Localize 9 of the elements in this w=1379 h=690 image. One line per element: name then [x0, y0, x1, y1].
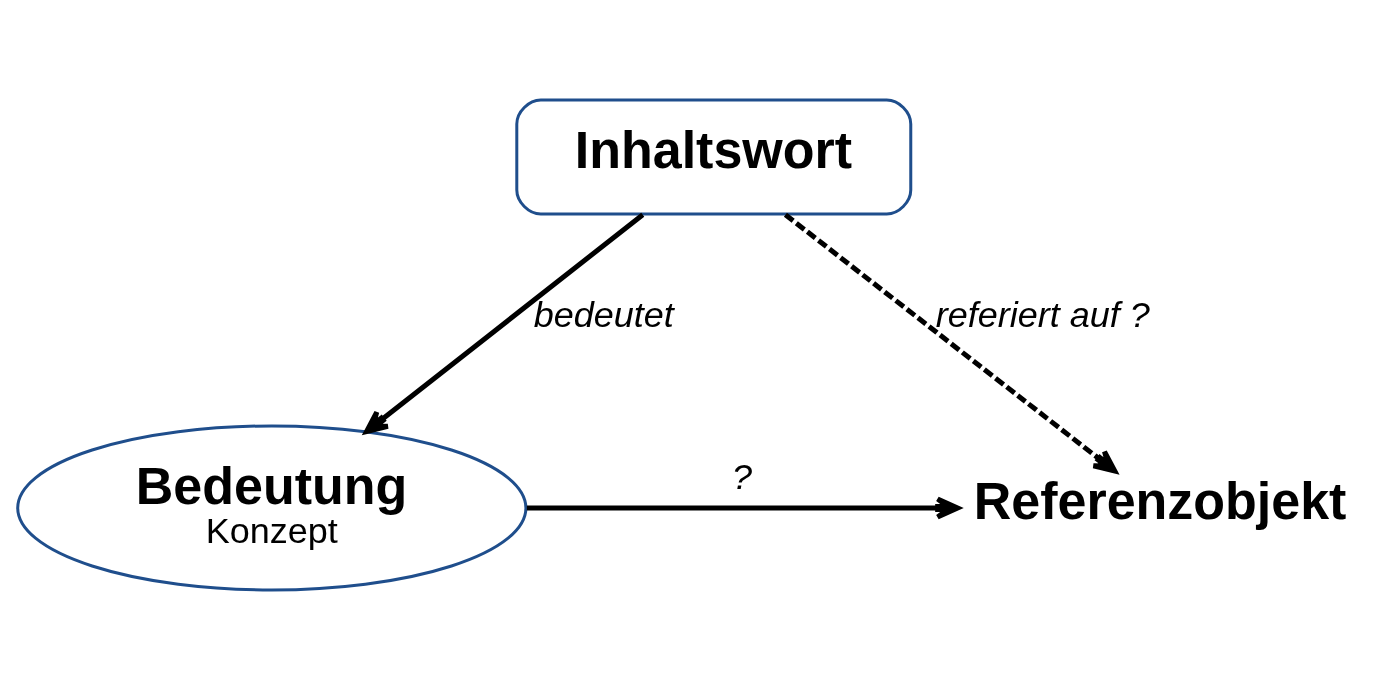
edge-label: ?	[732, 455, 753, 497]
arrow	[526, 496, 961, 520]
node-text: Referenzobjekt	[973, 471, 1347, 530]
edge-label: referiert auf ?	[935, 293, 1150, 335]
node-box: Inhaltswort	[515, 98, 913, 216]
edge-label: bedeutet	[533, 293, 674, 335]
arrow	[364, 212, 645, 435]
node-ellipse: Bedeutung Konzept	[16, 424, 528, 592]
arrow	[783, 212, 1118, 474]
